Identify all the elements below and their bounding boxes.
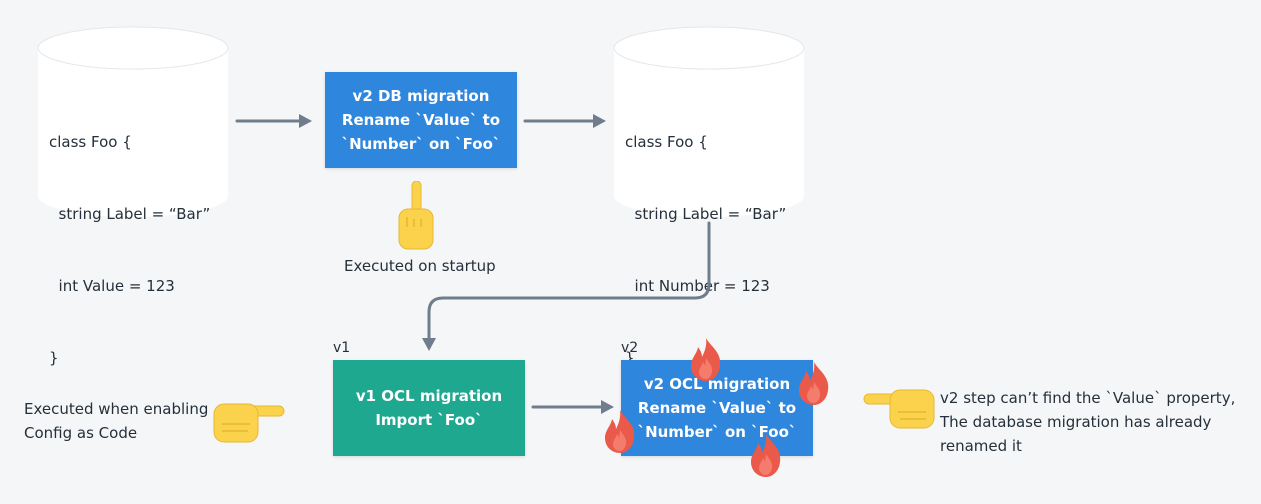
arrowhead [593,114,606,128]
note-executed-when-enabling: Executed when enabling Config as Code [24,397,208,445]
code-line: class Foo { [625,133,708,151]
note-v2-step-error: v2 step can’t find the `Value` property,… [940,386,1255,458]
code-line: } [49,349,59,367]
pointing-right-hand-icon [213,403,285,443]
pointing-up-hand-icon [398,181,434,250]
code-line: string Label = “Bar” [49,205,211,223]
box-line: Rename `Value` to [637,399,797,417]
fire-icon [751,434,781,477]
code-line: int Number = 123 [625,277,770,295]
class-definition-text: class Foo { string Label = “Bar” int Val… [49,82,210,418]
code-line: int Value = 123 [49,277,175,295]
box-line: Import `Foo` [375,411,483,429]
code-line: } [625,349,635,367]
box-line: `Number` on `Foo` [341,135,501,153]
arrowhead [422,338,436,351]
database-cylinder-v1: class Foo { string Label = “Bar” int Val… [37,26,229,367]
arrowhead [299,114,312,128]
box-line: v1 OCL migration [355,387,503,405]
cylinder-shape [37,26,229,217]
box-line: v2 DB migration [352,87,490,105]
fire-icon [691,338,721,381]
note-executed-on-startup: Executed on startup [344,257,496,275]
note-line: The database migration has already [940,413,1212,431]
code-line: string Label = “Bar” [625,205,787,223]
code-line: class Foo { [49,133,132,151]
note-line: v2 step can’t find the `Value` property, [940,389,1236,407]
cylinder-shape [613,26,805,217]
version-label-v1: v1 [333,340,351,356]
note-line: Executed when enabling [24,400,209,418]
fire-icon [799,362,829,405]
box-line: `Number` on `Foo` [637,423,797,441]
box-line: v2 OCL migration [643,375,791,393]
box-line: Rename `Value` to [341,111,501,129]
version-label-v2: v2 [621,340,639,356]
pointing-left-hand-icon [863,389,935,429]
fire-icon [605,410,635,453]
v2-ocl-migration-box: v2 OCL migration Rename `Value` to `Numb… [621,360,813,456]
note-line: Config as Code [24,424,138,442]
database-cylinder-v2: class Foo { string Label = “Bar” int Num… [613,26,805,367]
v1-ocl-migration-box: v1 OCL migration Import `Foo` [333,360,525,456]
note-line: renamed it [940,437,1022,455]
v2-db-migration-box: v2 DB migration Rename `Value` to `Numbe… [325,72,517,168]
